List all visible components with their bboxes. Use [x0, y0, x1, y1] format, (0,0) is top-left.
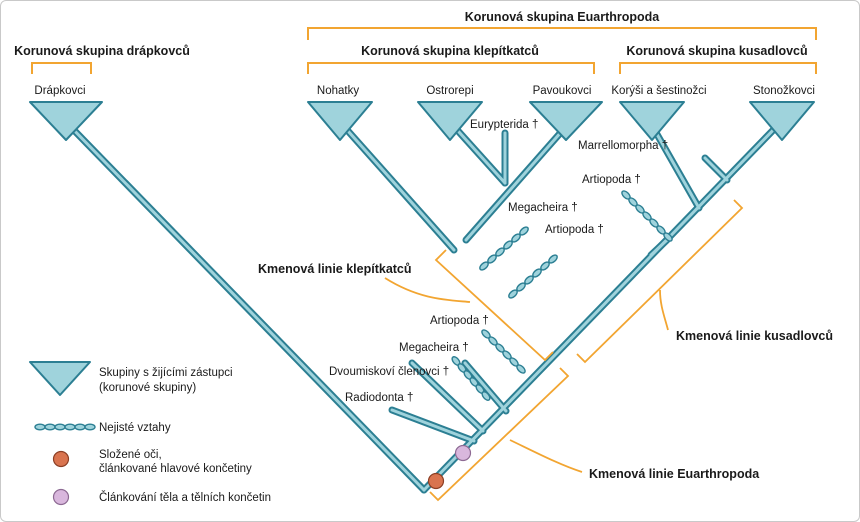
crown-brackets	[31, 27, 817, 74]
myriapoda-label: Stonožkovci	[753, 85, 815, 97]
legend-crown-triangle	[29, 361, 91, 396]
artiopoda-upper-beads	[508, 254, 558, 299]
eurypterida-label: Eurypterida †	[470, 119, 538, 131]
compound-eyes-marker	[427, 472, 445, 490]
megacheira-lower-label: Megacheira †	[399, 342, 469, 354]
segmentation-marker	[454, 444, 472, 462]
mandibulata-crown-title: Korunová skupina kusadlovců	[626, 44, 807, 58]
myriapoda-triangle	[749, 101, 815, 141]
onychophora-crown-bracket	[31, 62, 92, 74]
bivalved-arthropods-label: Dvoumiskoví členovci †	[329, 366, 449, 378]
artiopoda-mandibulata-label: Artiopoda †	[582, 174, 641, 186]
euarthropoda-stem-bracket	[429, 367, 570, 502]
chelicerata-stem-bracket	[434, 249, 554, 362]
pancrustacea-triangle	[619, 101, 685, 141]
megacheira-upper-label: Megacheira †	[508, 202, 578, 214]
legend-segmentation-label: Článkování těla a tělních končetin	[99, 491, 271, 504]
legend-eyes-line2: článkované hlavové končetiny	[99, 463, 252, 475]
artiopoda-mandibulata-beads	[621, 190, 673, 242]
legend-eyes-marker	[52, 450, 70, 468]
chelicerata-crown-title: Korunová skupina klepítkatců	[361, 44, 539, 58]
artiopoda-lower-label: Artiopoda †	[430, 315, 489, 327]
euarthropoda-crown-title: Korunová skupina Euarthropoda	[465, 10, 661, 24]
xiphosura-label: Ostrorepi	[426, 85, 473, 97]
mandibulata-stem-bracket	[576, 199, 744, 364]
opiliones-triangle	[307, 101, 373, 141]
arachnida-label: Pavoukovci	[533, 85, 592, 97]
onychophora-label: Drápkovci	[34, 85, 85, 97]
euarthropoda-crown-bracket	[307, 27, 817, 40]
arachnida-triangle	[529, 101, 603, 141]
chelicerata-crown-bracket	[307, 62, 595, 74]
crown-triangles	[29, 101, 815, 141]
opiliones-label: Nohatky	[317, 85, 359, 97]
radiodonta-label: Radiodonta †	[345, 392, 413, 404]
stem-brackets	[384, 199, 744, 502]
legend-uncertain-beads	[34, 423, 96, 431]
pancrustacea-label: Korýši a šestinožci	[611, 85, 706, 97]
legend-eyes-line1: Složené oči,	[99, 449, 162, 461]
chelicerata-stem-leader	[384, 277, 471, 303]
legend-segmentation-marker	[52, 488, 70, 506]
megacheira-upper-beads	[479, 226, 529, 271]
legend-crown-line2: (korunové skupiny)	[99, 382, 196, 394]
legend: Skupiny s žijícími zástupci (korunové sk…	[29, 361, 271, 506]
mandibulata-stem-leader	[659, 289, 669, 331]
onychophora-crown-title: Korunová skupina drápkovců	[14, 44, 190, 58]
mandibulata-crown-bracket	[619, 62, 817, 74]
legend-crown-line1: Skupiny s žijícími zástupci	[99, 367, 233, 379]
chelicerata-stem-label: Kmenová linie klepítkatců	[258, 262, 412, 276]
artiopoda-lower-beads	[481, 329, 526, 374]
xiphosura-triangle	[417, 101, 483, 141]
euarthropoda-stem-leader	[509, 439, 583, 473]
mandibulata-stem-label: Kmenová linie kusadlovců	[676, 329, 833, 343]
megacheira-lower-beads	[451, 356, 491, 401]
onychophora-triangle	[29, 101, 103, 141]
marrellomorpha-label: Marrellomorpha †	[578, 140, 668, 152]
uncertain-branches	[451, 190, 673, 401]
legend-uncertain-label: Nejisté vztahy	[99, 422, 171, 434]
artiopoda-upper-label: Artiopoda †	[545, 224, 604, 236]
tree-branches	[62, 118, 785, 494]
euarthropoda-stem-label: Kmenová linie Euarthropoda	[589, 467, 760, 481]
